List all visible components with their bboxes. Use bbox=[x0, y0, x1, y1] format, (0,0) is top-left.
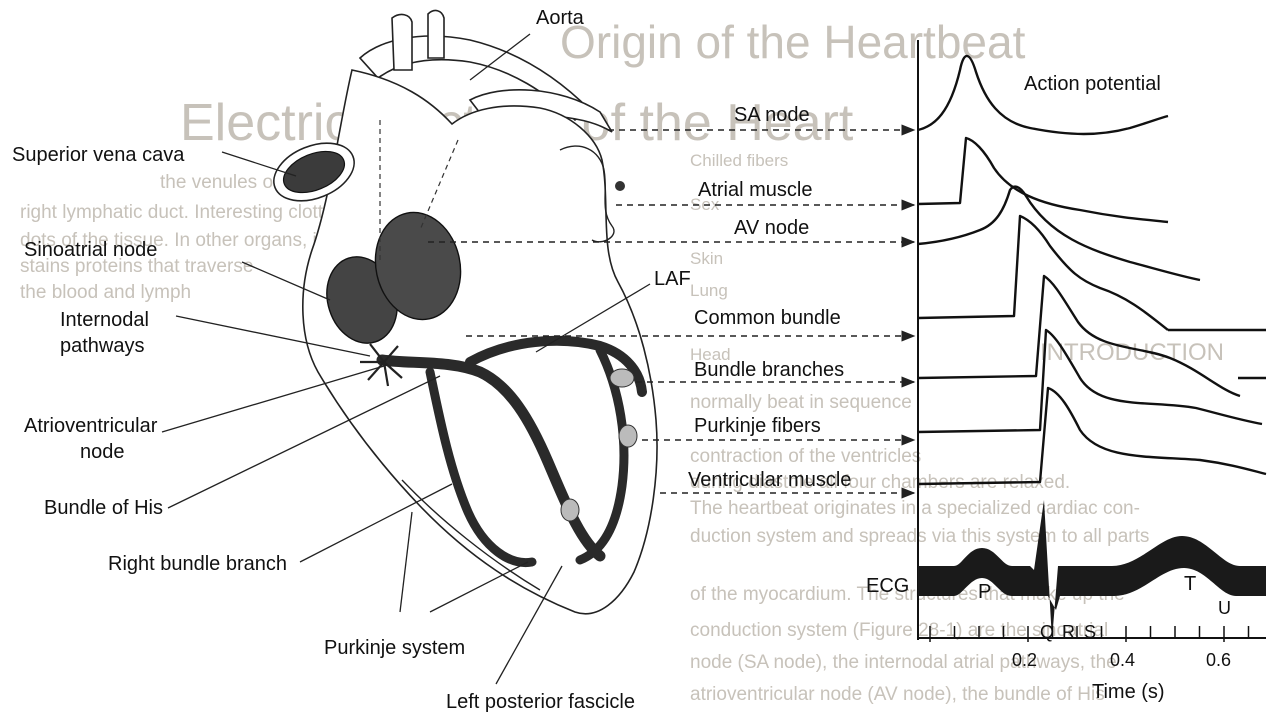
trace-label-ventricular-muscle: Ventricular muscle bbox=[688, 469, 851, 491]
time-tick-label: 0.6 bbox=[1206, 650, 1231, 670]
bg-body-line: node (SA node), the internodal atrial pa… bbox=[690, 652, 1117, 673]
bg-body-line: atrioventricular node (AV node), the bun… bbox=[690, 684, 1105, 705]
label-sinoatrial-node: Sinoatrial node bbox=[24, 239, 157, 261]
label-atrioventricular-line1: Atrioventricular bbox=[24, 415, 158, 437]
time-axis-label: Time (s) bbox=[1092, 681, 1165, 703]
trace-label-av-node: AV node bbox=[734, 217, 809, 239]
label-left-posterior-fascicle: Left posterior fascicle bbox=[446, 691, 635, 713]
bg-section-heading: INTRODUCTION bbox=[1040, 339, 1224, 366]
trace-label-common-bundle: Common bundle bbox=[694, 307, 841, 329]
bg-body-line: duction system and spreads via this syst… bbox=[690, 526, 1149, 547]
papillary-muscle bbox=[610, 369, 634, 387]
time-tick-label: 0.2 bbox=[1012, 650, 1037, 670]
label-purkinje-system: Purkinje system bbox=[324, 637, 465, 659]
label-superior-vena-cava: Superior vena cava bbox=[12, 144, 185, 166]
bg-list-item: Lung bbox=[690, 281, 728, 300]
trace-label-atrial-muscle: Atrial muscle bbox=[698, 179, 812, 201]
bg-list-item: Skin bbox=[690, 249, 723, 268]
trace-label-purkinje-fibers: Purkinje fibers bbox=[694, 415, 821, 437]
carotid-vessel bbox=[428, 11, 444, 58]
papillary-muscle bbox=[561, 499, 579, 521]
ecg-band bbox=[918, 500, 1266, 640]
trace-common-bundle bbox=[918, 216, 1168, 330]
vessel-stub bbox=[615, 181, 625, 191]
label-internodal-line2: pathways bbox=[60, 335, 145, 357]
bg-title-1: Origin of the Heartbeat bbox=[560, 16, 1026, 68]
trace-atrial-muscle bbox=[918, 138, 1168, 222]
ecg-trace bbox=[918, 500, 1266, 640]
bg-body-line: contraction of the ventricles bbox=[690, 446, 921, 467]
brachiocephalic-vessel bbox=[392, 15, 412, 70]
ecg-wave-p: P bbox=[978, 581, 991, 603]
leader-purkinje-system-2 bbox=[430, 562, 528, 612]
bg-body-line: the blood and lymph bbox=[20, 282, 191, 303]
time-tick-label: 0.4 bbox=[1110, 650, 1135, 670]
label-internodal-line1: Internodal bbox=[60, 309, 149, 331]
trace-ventricular-muscle bbox=[918, 388, 1266, 484]
action-potential-traces bbox=[918, 56, 1266, 484]
bg-body-line: normally beat in sequence bbox=[690, 392, 912, 413]
label-aorta: Aorta bbox=[536, 7, 585, 29]
label-laf: LAF bbox=[654, 268, 691, 290]
ecg-label: ECG bbox=[866, 575, 909, 597]
bg-body-line: The heartbeat originates in a specialize… bbox=[690, 498, 1140, 519]
trace-label-sa-node: SA node bbox=[734, 104, 810, 126]
ecg-wave-t: T bbox=[1184, 573, 1196, 595]
trace-label-bundle-branches: Bundle branches bbox=[694, 359, 844, 381]
action-potential-label: Action potential bbox=[1024, 73, 1161, 95]
ecg-wave-u: U bbox=[1218, 598, 1231, 618]
label-bundle-of-his: Bundle of His bbox=[44, 497, 163, 519]
leader-purkinje-system bbox=[400, 512, 412, 612]
label-atrioventricular-line2: node bbox=[80, 441, 125, 463]
leader-right-bundle-branch bbox=[300, 484, 452, 562]
label-right-bundle-branch: Right bundle branch bbox=[108, 553, 287, 575]
bg-list-item: Chilled fibers bbox=[690, 151, 788, 170]
papillary-muscle bbox=[619, 425, 637, 447]
